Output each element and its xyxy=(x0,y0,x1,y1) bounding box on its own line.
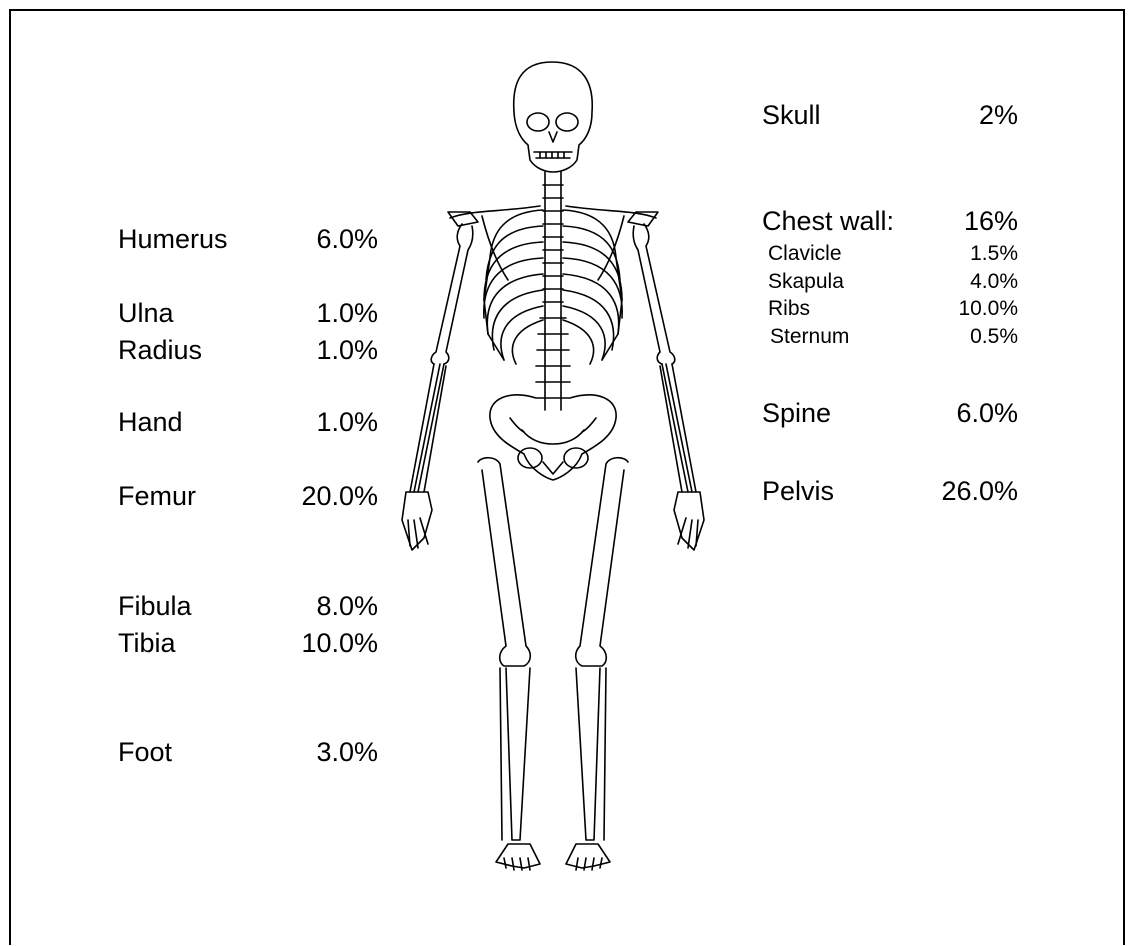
left-leg-drawing xyxy=(478,458,540,870)
sternum-label: Sternum xyxy=(770,326,849,347)
pelvis-drawing xyxy=(490,395,616,480)
foot-value: 3.0% xyxy=(270,739,378,766)
tibia-value: 10.0% xyxy=(270,630,378,657)
ulna-label: Ulna xyxy=(118,300,174,327)
skull-label: Skull xyxy=(762,102,821,129)
foot-label: Foot xyxy=(118,739,172,766)
ribcage-drawing xyxy=(484,210,622,364)
humerus-value: 6.0% xyxy=(270,226,378,253)
right-arm-drawing xyxy=(633,224,704,550)
fibula-value: 8.0% xyxy=(270,593,378,620)
hand-label: Hand xyxy=(118,409,183,436)
shoulder-drawing xyxy=(448,206,658,280)
tibia-label: Tibia xyxy=(118,630,176,657)
clavicle-label: Clavicle xyxy=(768,243,842,264)
humerus-label: Humerus xyxy=(118,226,228,253)
skull-value: 2% xyxy=(910,102,1018,129)
fibula-label: Fibula xyxy=(118,593,192,620)
right-leg-drawing xyxy=(566,458,628,870)
hand-value: 1.0% xyxy=(270,409,378,436)
spine-label: Spine xyxy=(762,400,831,427)
pelvis-value: 26.0% xyxy=(910,478,1018,505)
sternum-value: 0.5% xyxy=(910,326,1018,347)
ribs-value: 10.0% xyxy=(910,298,1018,319)
ulna-value: 1.0% xyxy=(270,300,378,327)
skull-drawing xyxy=(514,62,593,172)
left-arm-drawing xyxy=(402,224,473,550)
ribs-label: Ribs xyxy=(768,298,810,319)
spine-value: 6.0% xyxy=(910,400,1018,427)
femur-label: Femur xyxy=(118,483,196,510)
skapula-value: 4.0% xyxy=(910,271,1018,292)
clavicle-value: 1.5% xyxy=(910,243,1018,264)
radius-label: Radius xyxy=(118,337,202,364)
femur-value: 20.0% xyxy=(270,483,378,510)
chest-wall-label: Chest wall: xyxy=(762,208,894,235)
skapula-label: Skapula xyxy=(768,271,844,292)
pelvis-label: Pelvis xyxy=(762,478,834,505)
radius-value: 1.0% xyxy=(270,337,378,364)
chest-wall-value: 16% xyxy=(910,208,1018,235)
